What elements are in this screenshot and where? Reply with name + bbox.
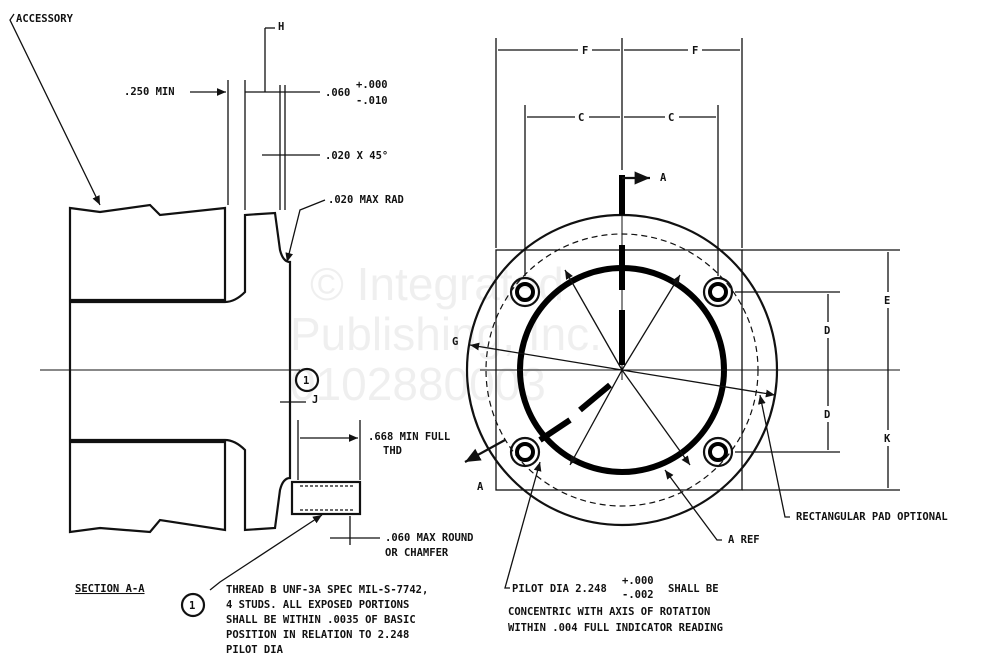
- section-line: [538, 175, 625, 443]
- c-left-label: C: [578, 112, 584, 124]
- thread-length-label: .668 MIN FULL: [368, 431, 450, 443]
- dim-060-label: .060: [325, 87, 350, 99]
- d-top-label: D: [824, 325, 830, 337]
- accessory-lower-section: [68, 440, 227, 534]
- e-label: E: [884, 295, 890, 307]
- note-1: 1 THREAD B UNF-3A SPEC MIL-S-7742, 4 STU…: [180, 584, 428, 656]
- pilot-note: PILOT DIA 2.248 +.000 -.002 SHALL BE CON…: [508, 575, 723, 634]
- f-left-label: F: [582, 45, 588, 57]
- d-bottom-label: D: [824, 409, 830, 421]
- pilot-note-line2: CONCENTRIC WITH AXIS OF ROTATION: [508, 606, 710, 618]
- note-ref-circle: [294, 367, 320, 393]
- accessory-upper-section: [68, 203, 227, 302]
- round-label: .060 MAX ROUND: [385, 532, 474, 544]
- pad-label: RECTANGULAR PAD OPTIONAL: [796, 511, 948, 523]
- pilot-note-suffix: SHALL BE: [668, 583, 719, 595]
- g-label: G: [452, 336, 458, 348]
- section-title: SECTION A-A: [75, 583, 145, 595]
- note-1-number: 1: [189, 600, 195, 612]
- max-rad-label: .020 MAX RAD: [328, 194, 404, 206]
- front-view: A A G F F C C: [452, 38, 948, 589]
- tol-plus: +.000: [356, 79, 388, 91]
- note-1-line: SHALL BE WITHIN .0035 OF BASIC: [226, 614, 416, 626]
- section-arrow-top: A: [660, 172, 667, 184]
- stud-holes: [509, 276, 734, 468]
- pilot-tol-minus: -.002: [622, 589, 654, 601]
- pilot-note-line1: PILOT DIA 2.248: [512, 583, 607, 595]
- note-1-line: THREAD B UNF-3A SPEC MIL-S-7742,: [226, 584, 428, 596]
- accessory-label: ACCESSORY: [16, 13, 74, 25]
- pilot-tol-plus: +.000: [622, 575, 654, 587]
- h-label: H: [278, 21, 284, 33]
- watermark-line: Publishing, Inc.: [290, 308, 602, 360]
- stud: [290, 480, 362, 516]
- shaft-flange-section: [68, 211, 292, 532]
- k-label: K: [884, 433, 891, 445]
- note-1-line: PILOT DIA: [226, 644, 284, 656]
- pilot-note-line3: WITHIN .004 FULL INDICATOR READING: [508, 622, 723, 634]
- note-1-line: POSITION IN RELATION TO 2.248: [226, 629, 409, 641]
- min-250-label: .250 MIN: [124, 86, 175, 98]
- j-label: J: [312, 394, 318, 406]
- round-label-2: OR CHAMFER: [385, 547, 449, 559]
- watermark-line: 0102880003: [290, 358, 546, 410]
- thread-length-label-2: THD: [383, 445, 402, 457]
- note-ref-number: 1: [303, 375, 309, 387]
- c-right-label: C: [668, 112, 674, 124]
- f-right-label: F: [692, 45, 698, 57]
- tol-minus: -.010: [356, 95, 388, 107]
- note-1-line: 4 STUDS. ALL EXPOSED PORTIONS: [226, 599, 409, 611]
- a-ref-label: A REF: [728, 534, 760, 546]
- section-arrow-bottom: A: [477, 481, 484, 493]
- section-view: ACCESSORY H .250 MIN .060 +.000 -.010 .0…: [9, 13, 474, 595]
- chamfer-label: .020 X 45°: [325, 150, 388, 162]
